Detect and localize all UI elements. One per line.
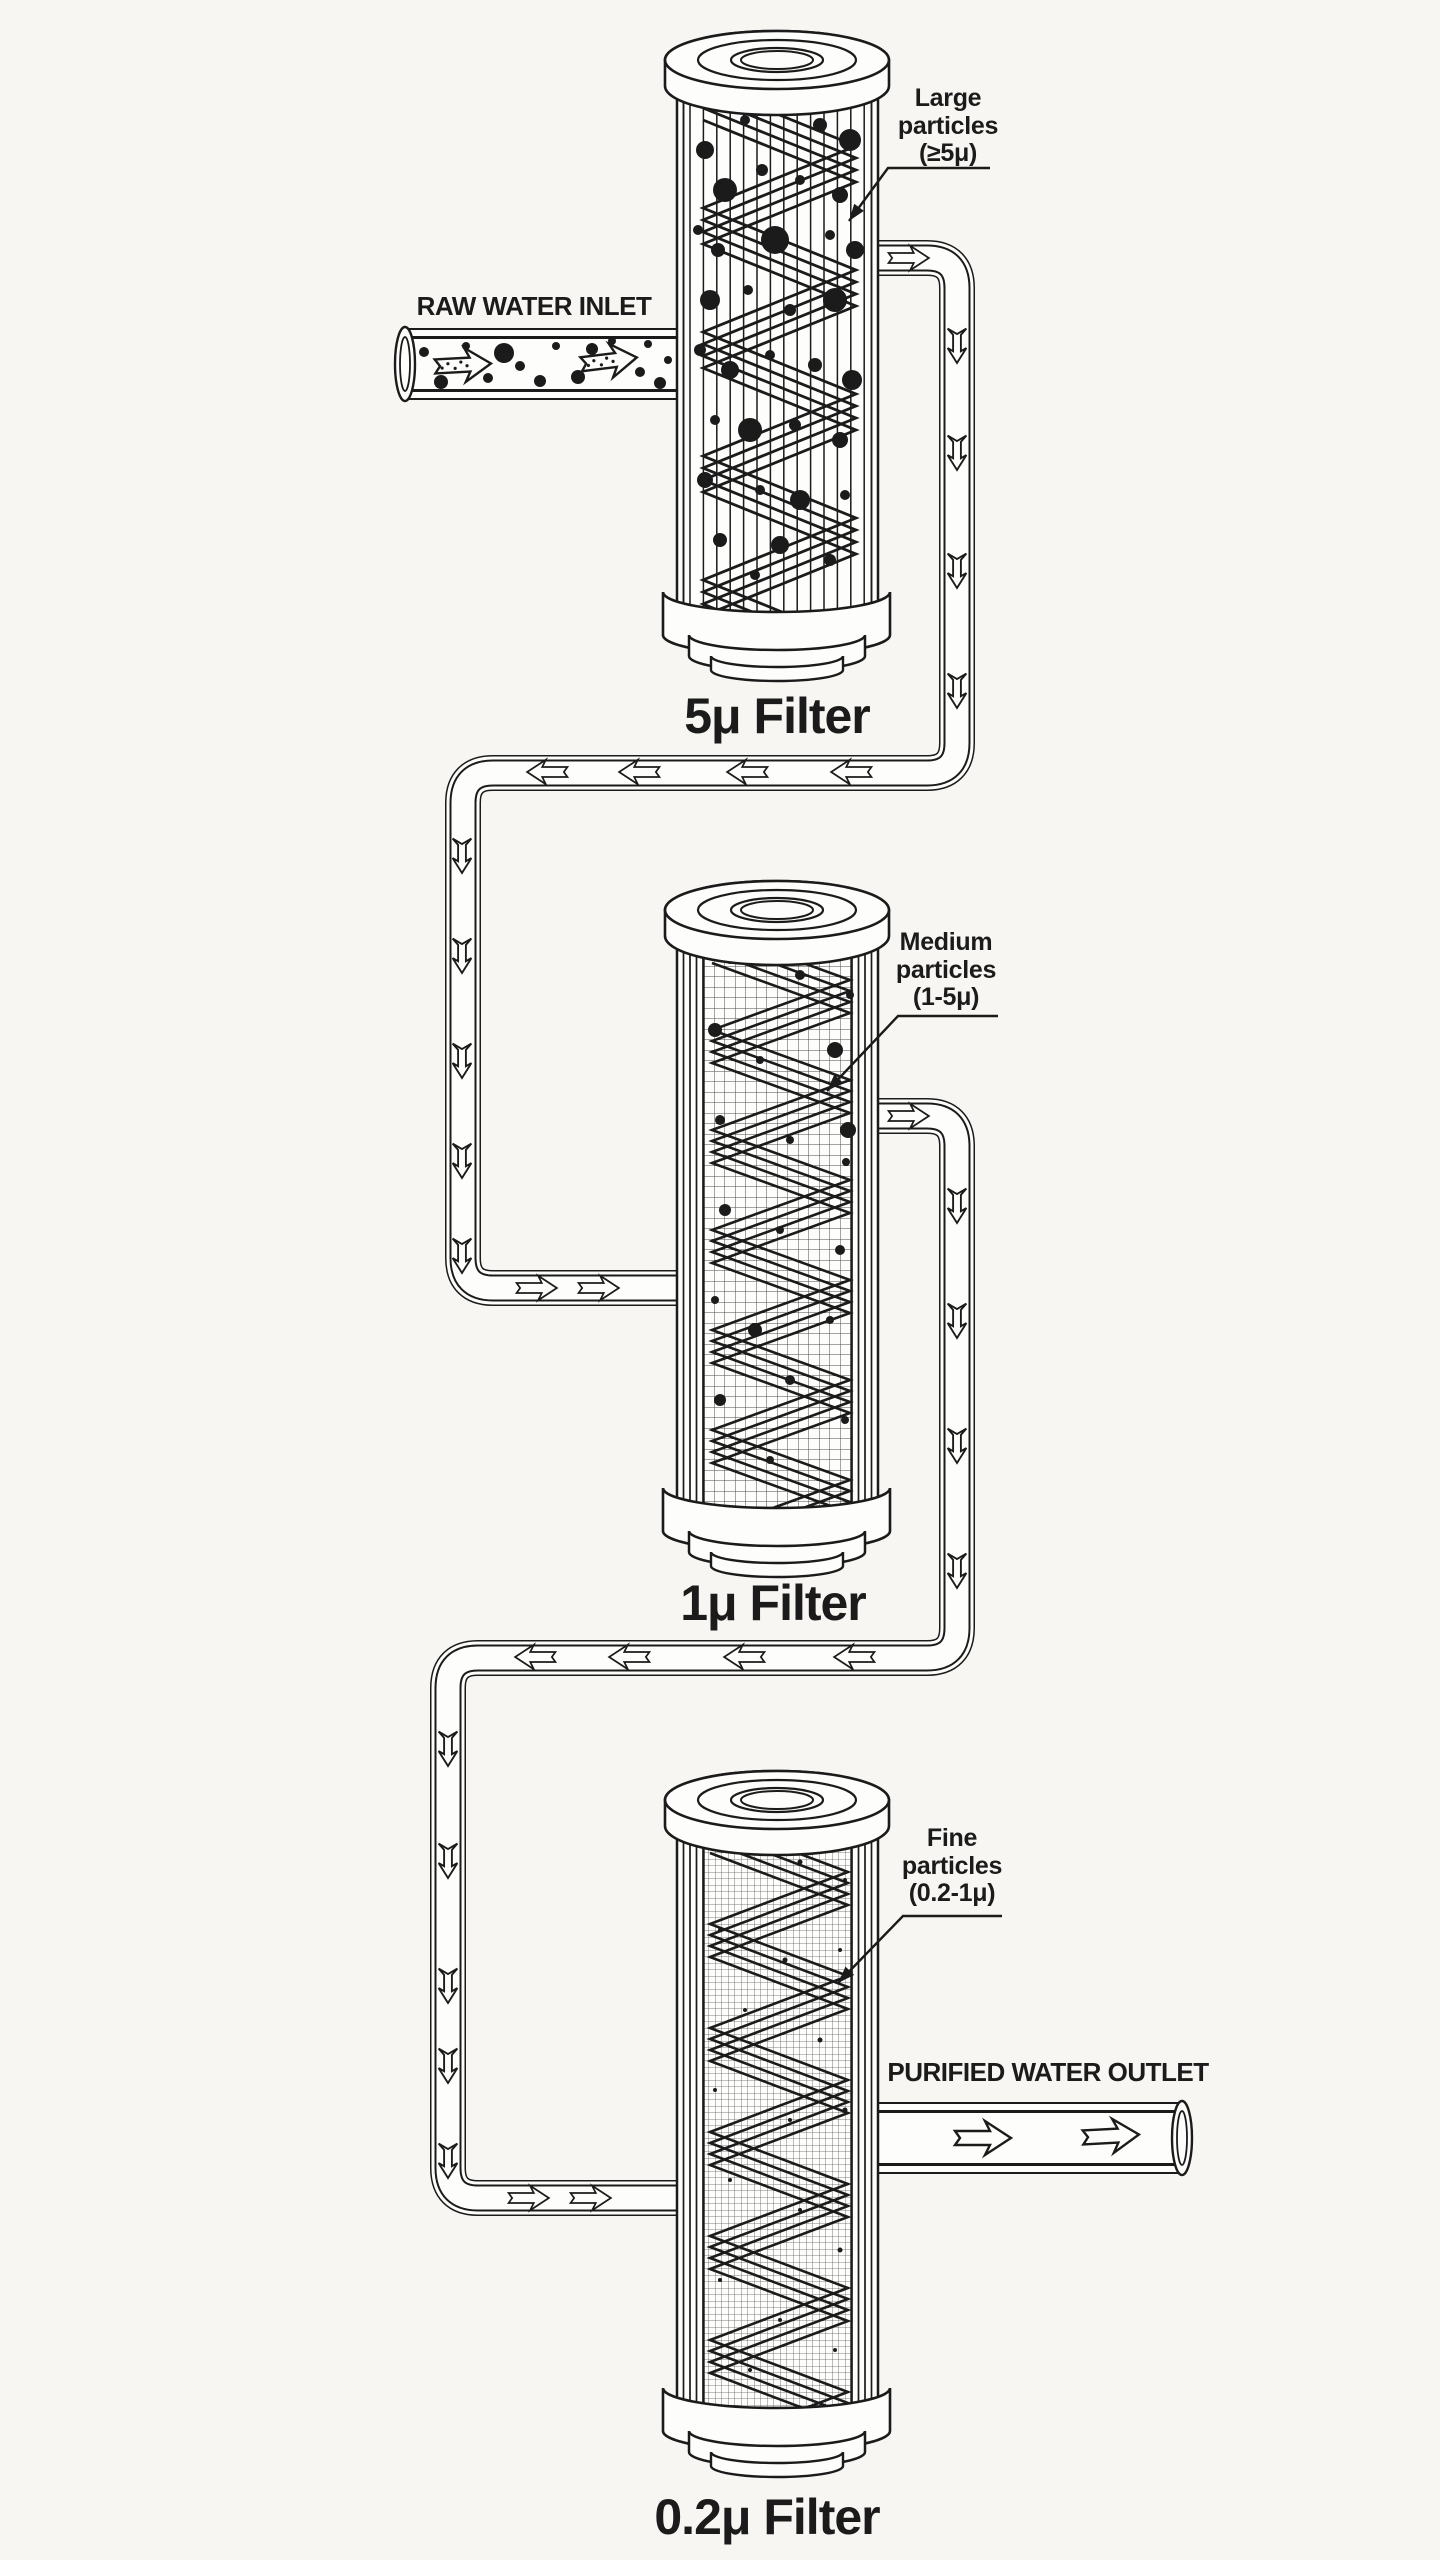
- filter-top-cap: [663, 29, 891, 117]
- raw-water-inlet-label: RAW WATER INLET: [417, 291, 652, 321]
- filter-cartridge-02u: [661, 1769, 892, 2479]
- side-ribs: [682, 942, 873, 1509]
- callout-arrowheads: [827, 203, 864, 1983]
- svg-text:Medium: Medium: [900, 928, 993, 956]
- fine-particle-dots: [713, 1848, 848, 2372]
- svg-text:Fine: Fine: [927, 1824, 978, 1852]
- large-particle-dots: [693, 108, 864, 580]
- pleated-filter-element: [706, 1832, 852, 2409]
- filter-body: [675, 90, 880, 615]
- filter-name-02u: 0.2μ Filter: [654, 2489, 880, 2545]
- medium-particle-dots: [708, 956, 856, 1464]
- filter-name-1u: 1μ Filter: [680, 1575, 866, 1631]
- filter-name-5u: 5μ Filter: [684, 688, 870, 744]
- purified-water-outlet-label: PURIFIED WATER OUTLET: [887, 2057, 1209, 2087]
- filter-top-cap: [663, 1769, 891, 1857]
- particle-size-callout-medium: Medium particles (1-5μ): [896, 928, 996, 1011]
- callout-leaders: [826, 166, 1002, 1984]
- leader-arrowhead-icon: [827, 1074, 844, 1091]
- leader-line: [837, 1914, 1002, 1984]
- svg-text:(≥5μ): (≥5μ): [919, 139, 977, 167]
- particle-size-callout-large: Large particles (≥5μ): [898, 84, 998, 167]
- leader-line: [848, 166, 990, 222]
- filter-cartridge-5u: [661, 29, 892, 683]
- side-ribs: [682, 1832, 873, 2409]
- svg-text:(1-5μ): (1-5μ): [913, 983, 979, 1011]
- leader-arrowhead-icon: [849, 203, 864, 221]
- svg-text:particles: particles: [902, 1852, 1002, 1880]
- svg-text:particles: particles: [898, 112, 998, 140]
- svg-text:(0.2-1μ): (0.2-1μ): [909, 1879, 996, 1907]
- outlet-pipe-end: [1170, 2099, 1194, 2177]
- inlet-pipe-end: [393, 325, 417, 403]
- filter-cartridge-1u: [661, 879, 892, 1579]
- pipe-end-caps: [393, 325, 1194, 2177]
- leader-arrowhead-icon: [838, 1966, 855, 1983]
- svg-text:particles: particles: [896, 956, 996, 984]
- svg-text:Large: Large: [915, 84, 982, 112]
- filter-top-cap: [663, 879, 891, 967]
- particle-size-callout-fine: Fine particles (0.2-1μ): [902, 1824, 1002, 1907]
- leader-line: [826, 1014, 998, 1092]
